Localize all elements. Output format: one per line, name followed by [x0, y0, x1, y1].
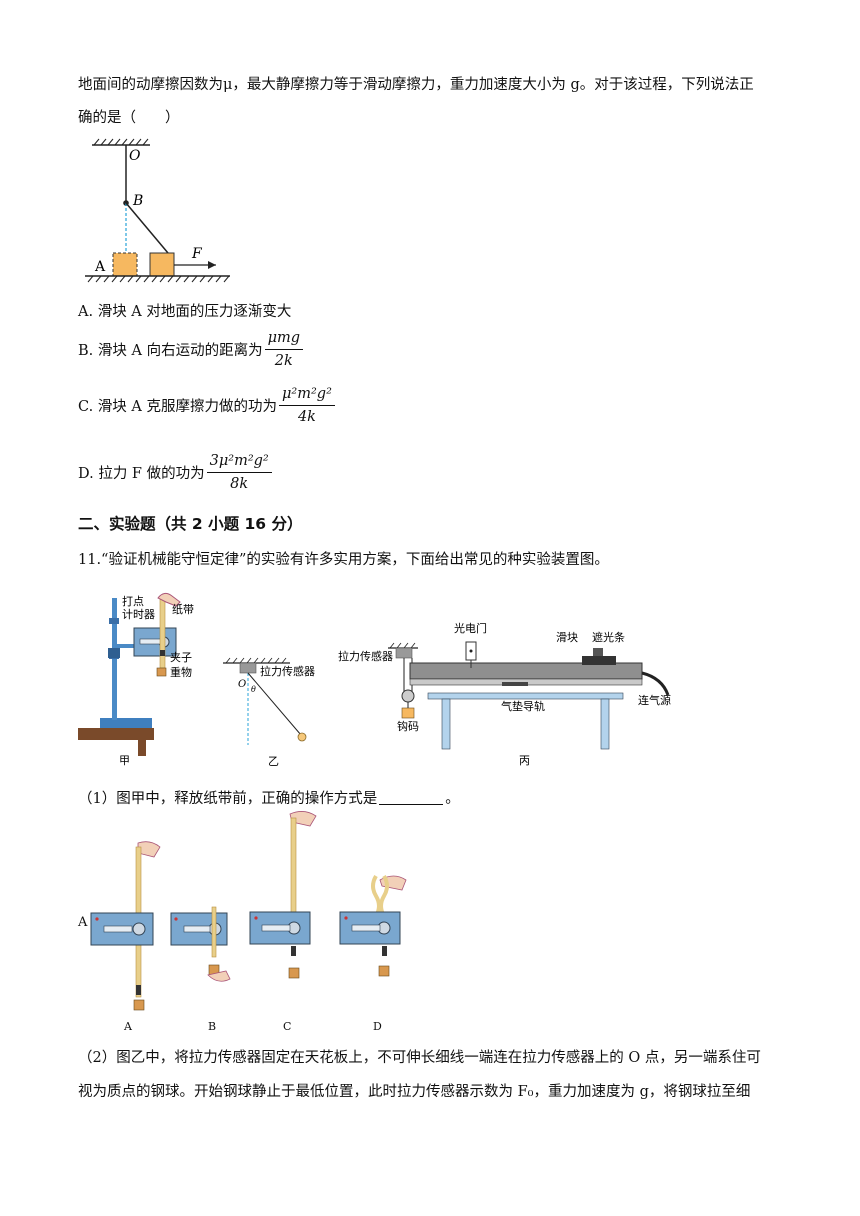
label-O: O	[129, 148, 141, 164]
q11-part1: （1）图甲中，释放纸带前，正确的操作方式是 。	[78, 787, 460, 808]
label-timer-1: 打点	[122, 594, 144, 608]
choice-c-image	[249, 811, 317, 979]
choice-label-c: C	[283, 1020, 292, 1033]
section-title: 二、实验题（共 2 小题 16 分）	[78, 515, 303, 533]
choice-b-image	[170, 906, 231, 982]
q10-figure: O B A F	[85, 138, 230, 283]
option-a: A. 滑块 A 对地面的压力逐渐变大	[78, 300, 291, 321]
choice-a-image	[90, 841, 161, 1011]
label-photogate: 光电门	[454, 621, 487, 635]
q10-stem-line2: 确的是（ ）	[78, 110, 180, 126]
caption-jia: 甲	[119, 754, 130, 767]
label-force-sensor-bing: 拉力传感器	[338, 649, 393, 663]
label-B: B	[132, 193, 143, 209]
answer-blank[interactable]	[379, 804, 444, 805]
q10-stem-line1: 地面间的动摩擦因数为μ，最大静摩擦力等于滑动摩擦力，重力加速度大小为 g。对于该…	[78, 77, 754, 93]
option-b-text: B. 滑块 A 向右运动的距离为	[78, 343, 263, 359]
choice-label-b: B	[208, 1020, 217, 1033]
option-a-text: A. 滑块 A 对地面的压力逐渐变大	[78, 304, 292, 320]
choice-label-a: A	[124, 1020, 132, 1033]
fraction-denominator: 2k	[274, 353, 293, 369]
choice-side-label: A	[78, 915, 88, 930]
fraction-denominator: 4k	[297, 409, 316, 425]
caption-yi: 乙	[268, 755, 279, 768]
q11-part1-text: （1）图甲中，释放纸带前，正确的操作方式是	[78, 791, 378, 807]
label-A: A	[94, 259, 106, 275]
q11-part2-line1: （2）图乙中，将拉力传感器固定在天花板上，不可伸长细线一端连在拉力传感器上的 O…	[78, 1050, 761, 1066]
label-slider: 滑块	[556, 631, 578, 644]
figure-bing: 拉力传感器 钩码 气垫导轨 光电门 滑块 遮光条 连气源 丙	[338, 621, 671, 767]
fraction-denominator: 8k	[230, 476, 249, 492]
option-d-text: D. 拉力 F 做的功为	[78, 466, 205, 482]
option-c: C. 滑块 A 克服摩擦力做的功为 μ²m²g² 4k	[78, 383, 335, 428]
option-c-text: C. 滑块 A 克服摩擦力做的功为	[78, 399, 277, 415]
option-c-fraction: μ²m²g² 4k	[279, 383, 335, 428]
label-F: F	[191, 246, 203, 262]
q11-part1-end: 。	[445, 791, 460, 807]
q11-part2-line2: 视为质点的钢球。开始钢球静止于最低位置，此时拉力传感器示数为 F₀，重力加速度为…	[78, 1084, 751, 1100]
label-force-sensor: 拉力传感器	[260, 664, 315, 678]
choice-d-image	[339, 874, 407, 977]
label-O: O	[238, 679, 246, 690]
label-timer-2: 计时器	[122, 608, 155, 621]
label-hook-weight: 钩码	[397, 719, 419, 733]
label-weight: 重物	[170, 665, 192, 679]
option-b: B. 滑块 A 向右运动的距离为 μmg 2k	[78, 327, 304, 372]
figure-jia: 打点 计时器 纸带 夹子 重物 甲	[78, 592, 194, 767]
option-d-fraction: 3μ²m²g² 8k	[206, 450, 272, 495]
choice-label-d: D	[373, 1020, 382, 1033]
option-b-fraction: μmg 2k	[264, 327, 304, 372]
label-tape: 纸带	[172, 603, 194, 616]
option-d: D. 拉力 F 做的功为 3μ²m²g² 8k	[78, 450, 272, 495]
fraction-numerator: μmg	[264, 327, 304, 350]
label-air-track: 气垫导轨	[501, 699, 545, 713]
label-air-source: 连气源	[638, 693, 671, 707]
label-clip: 夹子	[170, 651, 192, 664]
figure-yi: 拉力传感器 O θ 乙	[223, 657, 315, 768]
label-theta: θ	[251, 685, 256, 694]
fraction-numerator: 3μ²m²g²	[206, 450, 272, 473]
label-strip: 遮光条	[592, 630, 625, 644]
caption-bing: 丙	[519, 754, 530, 767]
q11-stem: 11.“验证机械能守恒定律”的实验有许多实用方案，下面给出常见的种实验装置图。	[78, 552, 609, 568]
fraction-numerator: μ²m²g²	[279, 383, 335, 406]
